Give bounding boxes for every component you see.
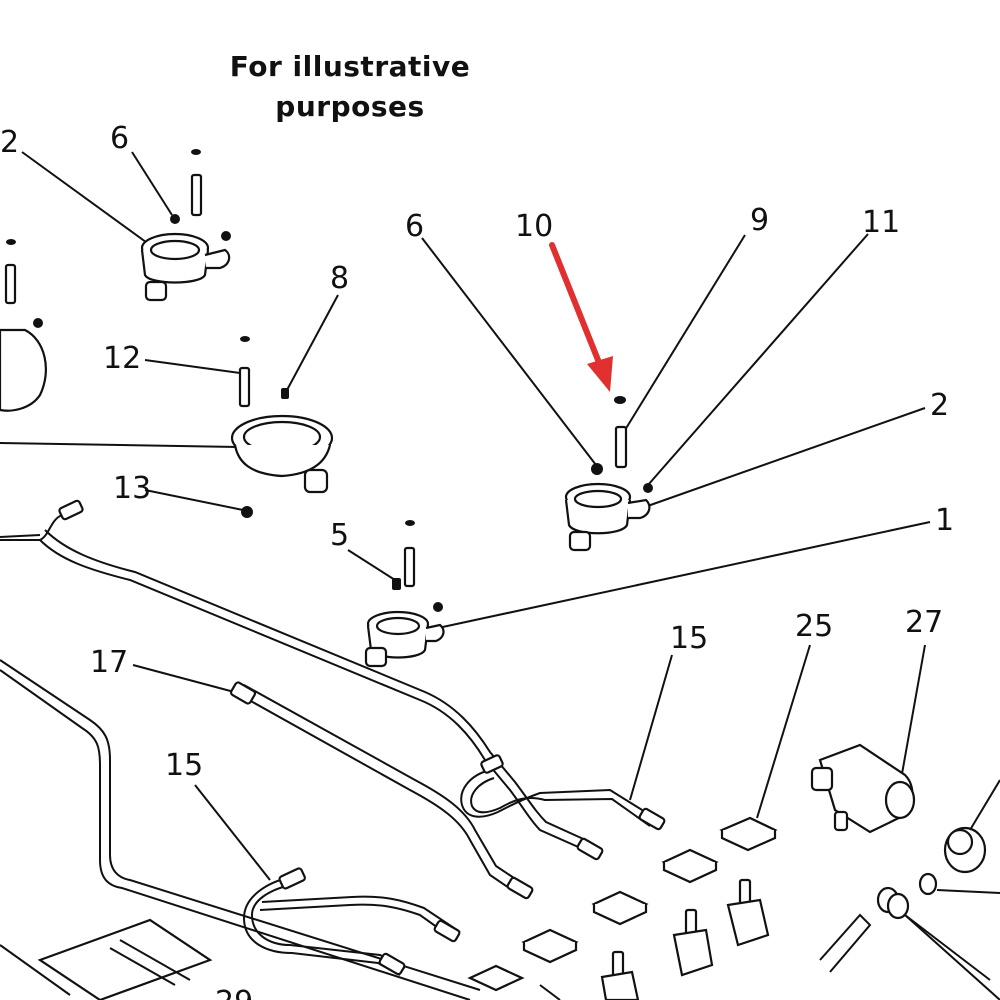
callout-27: 27: [905, 605, 943, 640]
callout-6-top-left: 6: [110, 121, 129, 156]
burner-base-top-left: [140, 231, 231, 302]
burner-base-right: [564, 482, 653, 552]
callout-12: 12: [103, 341, 141, 376]
large-burner-base: [230, 414, 334, 494]
bottom-left-bracket: [0, 918, 561, 1000]
gas-tubing: [0, 509, 656, 1000]
callout-29: 29: [215, 985, 253, 1000]
callout-15-right: 15: [670, 621, 708, 656]
callout-15-left: 15: [165, 748, 203, 783]
small-fasteners: [4, 149, 666, 976]
caption-line-1: For illustrative: [229, 50, 471, 83]
gas-valves: [600, 878, 770, 1000]
spark-module: [810, 743, 916, 834]
valve-clips: [467, 816, 778, 992]
right-edge-parts: [819, 779, 1000, 1000]
callout-25: 25: [795, 609, 833, 644]
callout-5: 5: [330, 518, 349, 553]
callout-8: 8: [330, 261, 349, 296]
callout-10: 10: [515, 209, 553, 244]
burner-base-center: [364, 602, 445, 668]
callout-6-right: 6: [405, 209, 424, 244]
caption-line-2: purposes: [275, 90, 425, 123]
callout-13: 13: [113, 471, 151, 506]
burner-base-far-left: [0, 318, 47, 412]
callout-1: 1: [935, 503, 954, 538]
callout-2-right: 2: [930, 388, 949, 423]
callout-2-top-left: 2: [0, 125, 19, 160]
callout-11: 11: [862, 205, 900, 240]
callout-17: 17: [90, 645, 128, 680]
red-pointer-arrow-icon: [549, 242, 613, 392]
leader-lines: [0, 151, 931, 881]
callout-9: 9: [750, 203, 769, 238]
